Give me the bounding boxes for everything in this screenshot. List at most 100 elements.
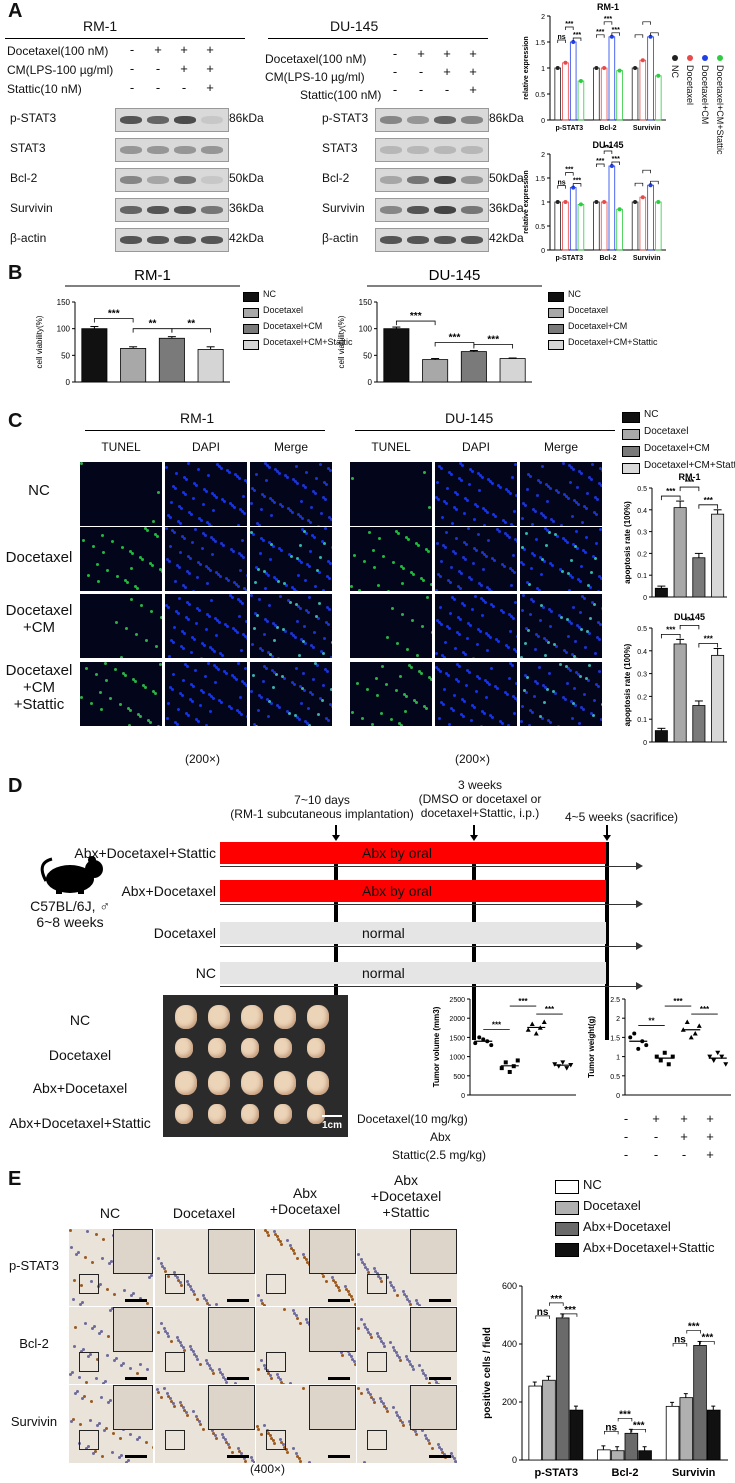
cell-nucleus bbox=[212, 538, 215, 541]
cell-nucleus bbox=[268, 700, 271, 703]
y-tick-label: 500 bbox=[453, 1074, 465, 1081]
legend-swatch bbox=[548, 324, 564, 334]
cell-nucleus bbox=[410, 571, 413, 574]
ihc-cell bbox=[199, 1423, 202, 1426]
cell-nucleus bbox=[435, 666, 438, 669]
cell-nucleus bbox=[436, 619, 439, 622]
cell-nucleus bbox=[478, 489, 481, 492]
cell-nucleus bbox=[443, 500, 446, 503]
cell-nucleus bbox=[196, 607, 199, 610]
cell-nucleus bbox=[192, 497, 195, 500]
y-axis-label: Tumor volume (mm3) bbox=[432, 1006, 441, 1087]
cell-nucleus bbox=[481, 710, 484, 713]
scale-bar bbox=[328, 1377, 350, 1380]
cell-nucleus bbox=[482, 568, 485, 571]
cell-nucleus bbox=[271, 655, 274, 658]
cell-nucleus bbox=[363, 560, 366, 563]
cell-nucleus bbox=[437, 573, 440, 576]
cell-nucleus bbox=[250, 531, 253, 534]
cell-nucleus bbox=[263, 570, 266, 573]
y-axis-label: Tumor weight(g) bbox=[587, 1016, 596, 1078]
significance-bracket bbox=[596, 163, 605, 167]
bar bbox=[706, 1409, 721, 1461]
ihc-cell bbox=[157, 1391, 160, 1394]
ihc-cell bbox=[139, 1363, 142, 1366]
significance-label: *** bbox=[633, 1420, 645, 1431]
treatment-sign: - bbox=[653, 1129, 659, 1144]
ihc-cell bbox=[295, 1314, 298, 1317]
ihc-cell bbox=[341, 1354, 344, 1357]
ihc-image bbox=[154, 1228, 256, 1308]
cell-nucleus bbox=[199, 704, 202, 707]
cell-nucleus bbox=[203, 488, 206, 491]
legend-swatch bbox=[243, 340, 259, 350]
significance-label: *** bbox=[673, 997, 683, 1006]
data-point bbox=[648, 183, 653, 188]
ihc-cell bbox=[164, 1270, 167, 1273]
cell-nucleus bbox=[300, 500, 303, 503]
blot-band bbox=[380, 175, 402, 185]
cell-nucleus bbox=[296, 557, 299, 560]
cell-nucleus bbox=[321, 540, 324, 543]
column-label-line: Docetaxel bbox=[172, 1205, 236, 1221]
cell-nucleus bbox=[580, 472, 583, 475]
cell-nucleus bbox=[246, 715, 247, 718]
cell-nucleus bbox=[381, 665, 384, 668]
cell-nucleus bbox=[216, 619, 219, 622]
cell-nucleus bbox=[299, 515, 302, 518]
cell-nucleus bbox=[573, 499, 576, 502]
significance-label: *** bbox=[518, 997, 528, 1006]
ihc-cell bbox=[280, 1243, 283, 1246]
ihc-cell bbox=[408, 1300, 411, 1303]
micrograph bbox=[80, 594, 162, 658]
significance-bracket bbox=[634, 182, 644, 187]
cell-nucleus bbox=[579, 580, 582, 583]
timeline-arrow-head bbox=[603, 835, 611, 841]
cell-nucleus bbox=[533, 554, 536, 557]
treatment-sign: - bbox=[623, 1129, 629, 1144]
timeline-axis bbox=[220, 866, 640, 867]
cell-nucleus bbox=[234, 473, 237, 476]
blot-band bbox=[147, 145, 169, 155]
cell-nucleus bbox=[491, 482, 494, 485]
cell-nucleus bbox=[437, 668, 440, 671]
cell-nucleus bbox=[251, 643, 254, 646]
x-tick-label: p-STAT3 bbox=[535, 1467, 579, 1479]
cell-nucleus bbox=[272, 686, 275, 689]
bar bbox=[577, 80, 585, 121]
ihc-cell bbox=[425, 1377, 428, 1380]
column-label: DAPI bbox=[191, 440, 220, 454]
cell-nucleus bbox=[242, 556, 245, 559]
ihc-cell bbox=[399, 1419, 402, 1422]
cell-nucleus bbox=[220, 542, 223, 545]
cell-nucleus bbox=[593, 699, 596, 702]
ihc-cell bbox=[118, 1456, 121, 1459]
cell-nucleus bbox=[327, 719, 330, 722]
blot-band bbox=[201, 235, 223, 245]
cell-nucleus bbox=[169, 545, 172, 548]
treatment-sign: - bbox=[129, 61, 135, 76]
cell-nucleus bbox=[490, 667, 493, 670]
cell-nucleus bbox=[252, 674, 255, 677]
cell-nucleus bbox=[184, 493, 187, 496]
cell-nucleus bbox=[436, 542, 439, 545]
cell-nucleus bbox=[558, 614, 561, 617]
cell-nucleus bbox=[190, 651, 193, 654]
blot-band bbox=[407, 205, 429, 215]
group-bar bbox=[220, 962, 606, 984]
cell-nucleus bbox=[124, 674, 127, 677]
significance-label: *** bbox=[685, 478, 695, 487]
cell-nucleus bbox=[281, 675, 284, 678]
cell-nucleus bbox=[209, 710, 212, 713]
cell-nucleus bbox=[565, 665, 568, 668]
cell-nucleus bbox=[448, 723, 451, 726]
tumor bbox=[274, 1071, 296, 1095]
ihc-cell bbox=[91, 1327, 94, 1330]
legend-swatch bbox=[555, 1222, 579, 1236]
cell-nucleus bbox=[244, 479, 247, 482]
cell-nucleus bbox=[246, 574, 247, 577]
cell-nucleus bbox=[539, 715, 542, 718]
significance-bracket bbox=[603, 150, 613, 154]
cell-nucleus bbox=[270, 514, 273, 517]
cell-nucleus bbox=[213, 494, 216, 497]
